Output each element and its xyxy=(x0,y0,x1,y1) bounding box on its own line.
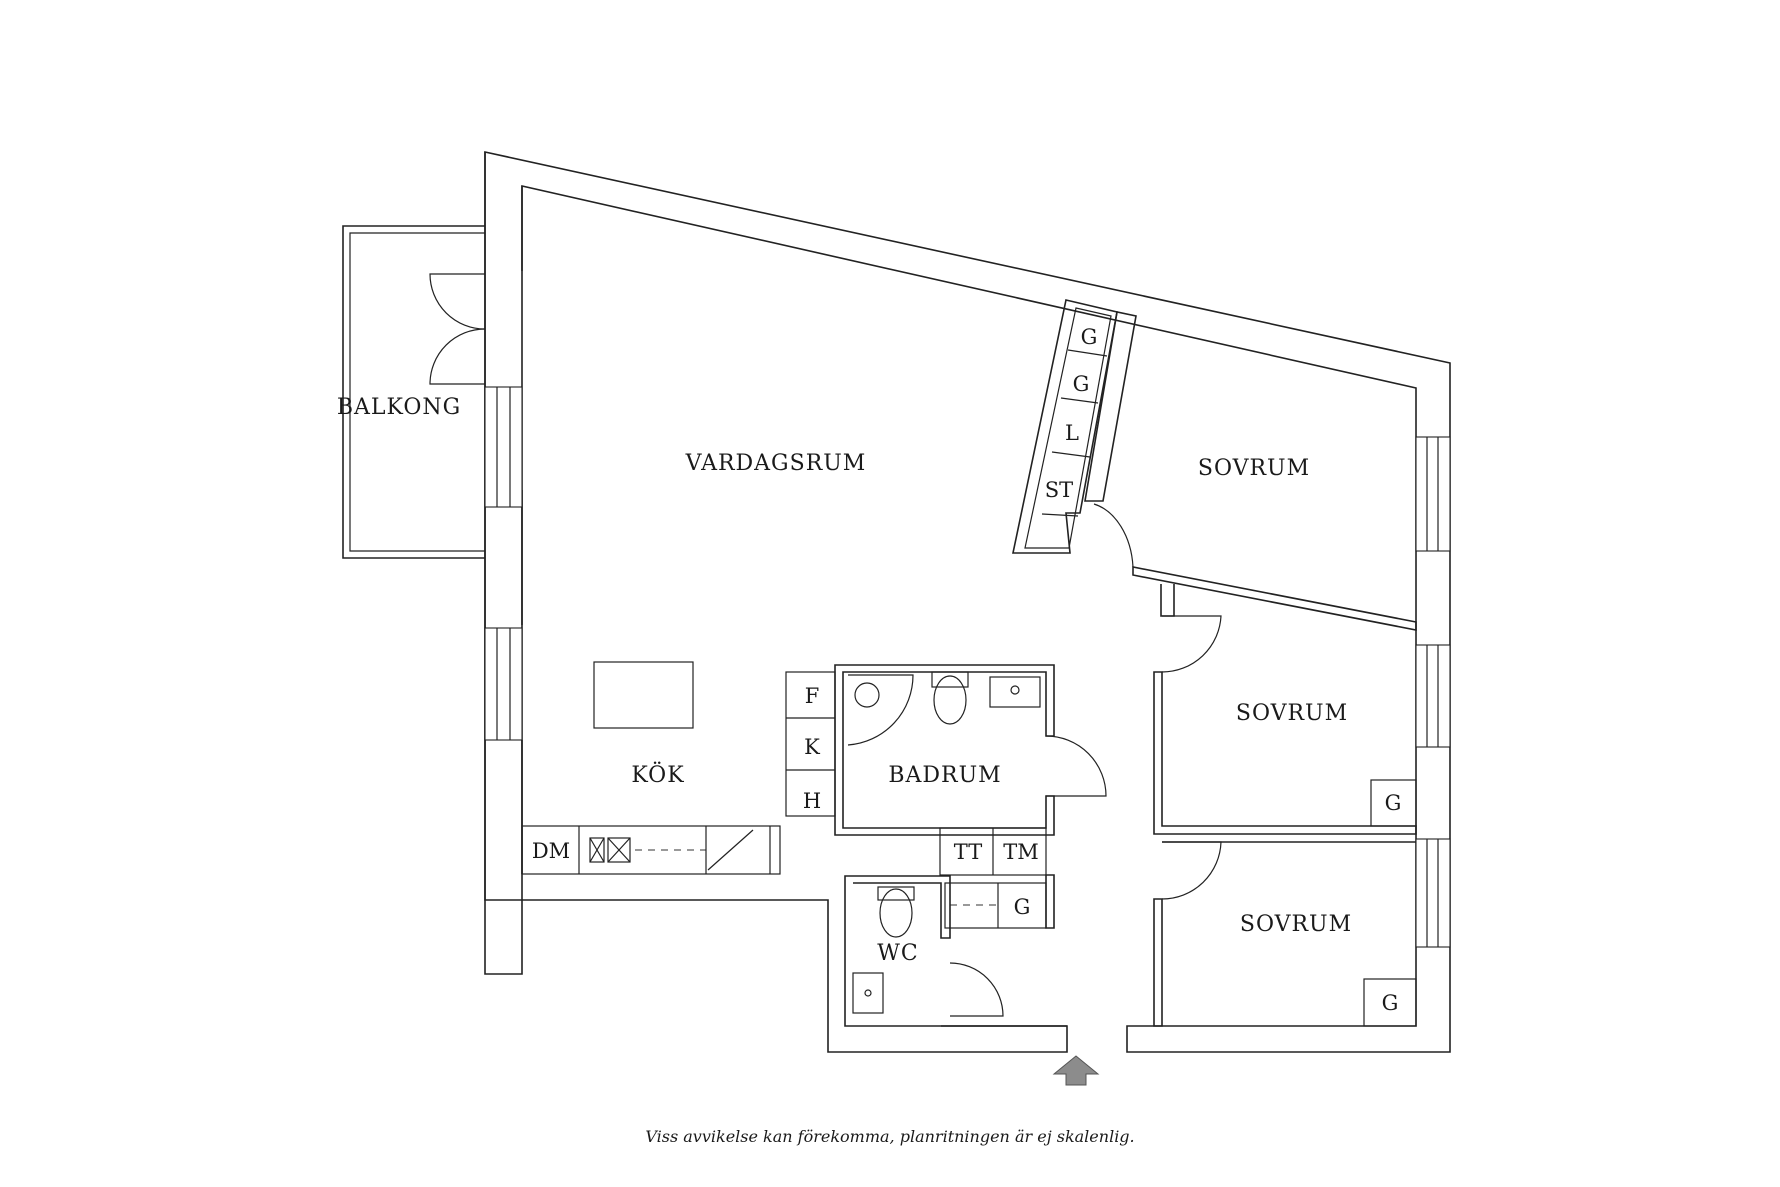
fixture-label-hall-g: G xyxy=(1014,895,1031,919)
room-label-kok: KÖK xyxy=(631,761,684,788)
bedroom-3-wardrobe xyxy=(1363,978,1417,1027)
fixture-label-bed3-g: G xyxy=(1382,991,1399,1015)
kitchen-counter xyxy=(521,825,781,875)
fixture-label-g2: G xyxy=(1073,372,1090,396)
balcony xyxy=(342,225,486,559)
fixture-label-h: H xyxy=(803,789,821,813)
room-label-sovrum-1: SOVRUM xyxy=(1198,456,1310,481)
disclaimer-text: Viss avvikelse kan förekomma, planritnin… xyxy=(645,1127,1135,1146)
fixture-label-dm: DM xyxy=(532,839,570,863)
room-label-balkong: BALKONG xyxy=(337,395,461,420)
room-label-sovrum-2: SOVRUM xyxy=(1236,701,1348,726)
room-label-vardagsrum: VARDAGSRUM xyxy=(685,451,867,476)
fridge-column xyxy=(785,671,836,817)
fixture-label-st: ST xyxy=(1045,478,1073,502)
kitchen-island xyxy=(593,661,694,729)
wc xyxy=(844,875,1067,1027)
windows xyxy=(484,386,1451,948)
bedroom-1-walls xyxy=(1084,311,1417,631)
room-label-badrum: BADRUM xyxy=(888,763,1001,788)
fixture-label-tm: TM xyxy=(1003,840,1039,864)
room-label-wc: WC xyxy=(877,941,918,966)
fixture-label-f: F xyxy=(805,684,820,708)
fixture-label-bed2-g: G xyxy=(1385,791,1402,815)
fixture-label-l: L xyxy=(1065,421,1079,445)
room-label-sovrum-3: SOVRUM xyxy=(1240,912,1352,937)
fixture-label-k: K xyxy=(804,735,820,759)
bedroom-2-wardrobe xyxy=(1370,779,1417,827)
bedroom-2-3-walls xyxy=(1153,584,1417,1027)
fixture-label-g1: G xyxy=(1081,325,1098,349)
bathroom xyxy=(834,664,1107,836)
entrance-arrow xyxy=(1052,1055,1100,1086)
fixture-label-tt: TT xyxy=(954,840,982,864)
laundry-area xyxy=(939,827,1055,929)
